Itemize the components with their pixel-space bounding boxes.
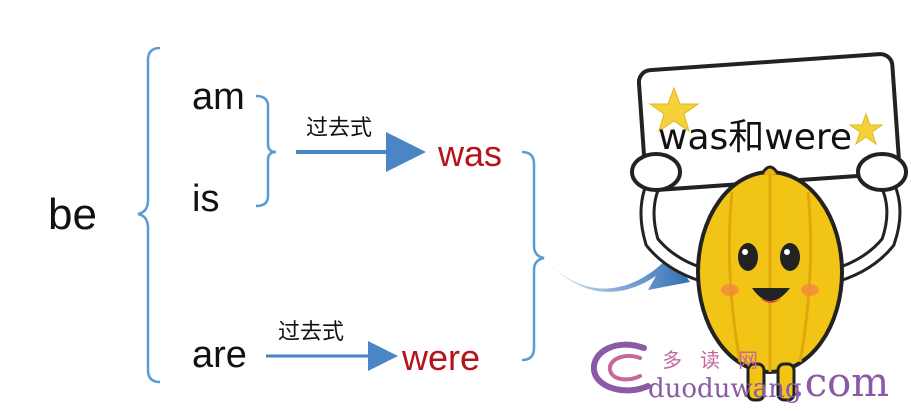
root-word-be: be <box>48 190 97 239</box>
form-are: are <box>192 334 247 376</box>
watermark-url: duoduwang <box>648 374 802 404</box>
form-is: is <box>192 178 220 220</box>
past-tense-label-bottom: 过去式 <box>278 320 345 345</box>
star-icon <box>848 112 884 146</box>
mascot-illustration <box>630 52 908 402</box>
past-tense-label-top: 过去式 <box>306 116 373 141</box>
watermark-domain-suffix: .com <box>792 360 890 406</box>
was-were-bracket <box>521 150 545 362</box>
sign-text: was和were <box>658 117 853 158</box>
watermark-chinese: 多读网 <box>662 348 776 372</box>
sign-board <box>636 52 902 192</box>
past-form-was: was <box>438 133 503 174</box>
am-is-bracket <box>255 94 277 208</box>
curved-arrow <box>548 242 690 292</box>
star-icon <box>648 86 700 133</box>
past-form-were: were <box>402 337 481 378</box>
watermark-swirl-icon <box>590 341 651 394</box>
form-am: am <box>192 76 245 118</box>
main-bracket <box>137 46 161 384</box>
